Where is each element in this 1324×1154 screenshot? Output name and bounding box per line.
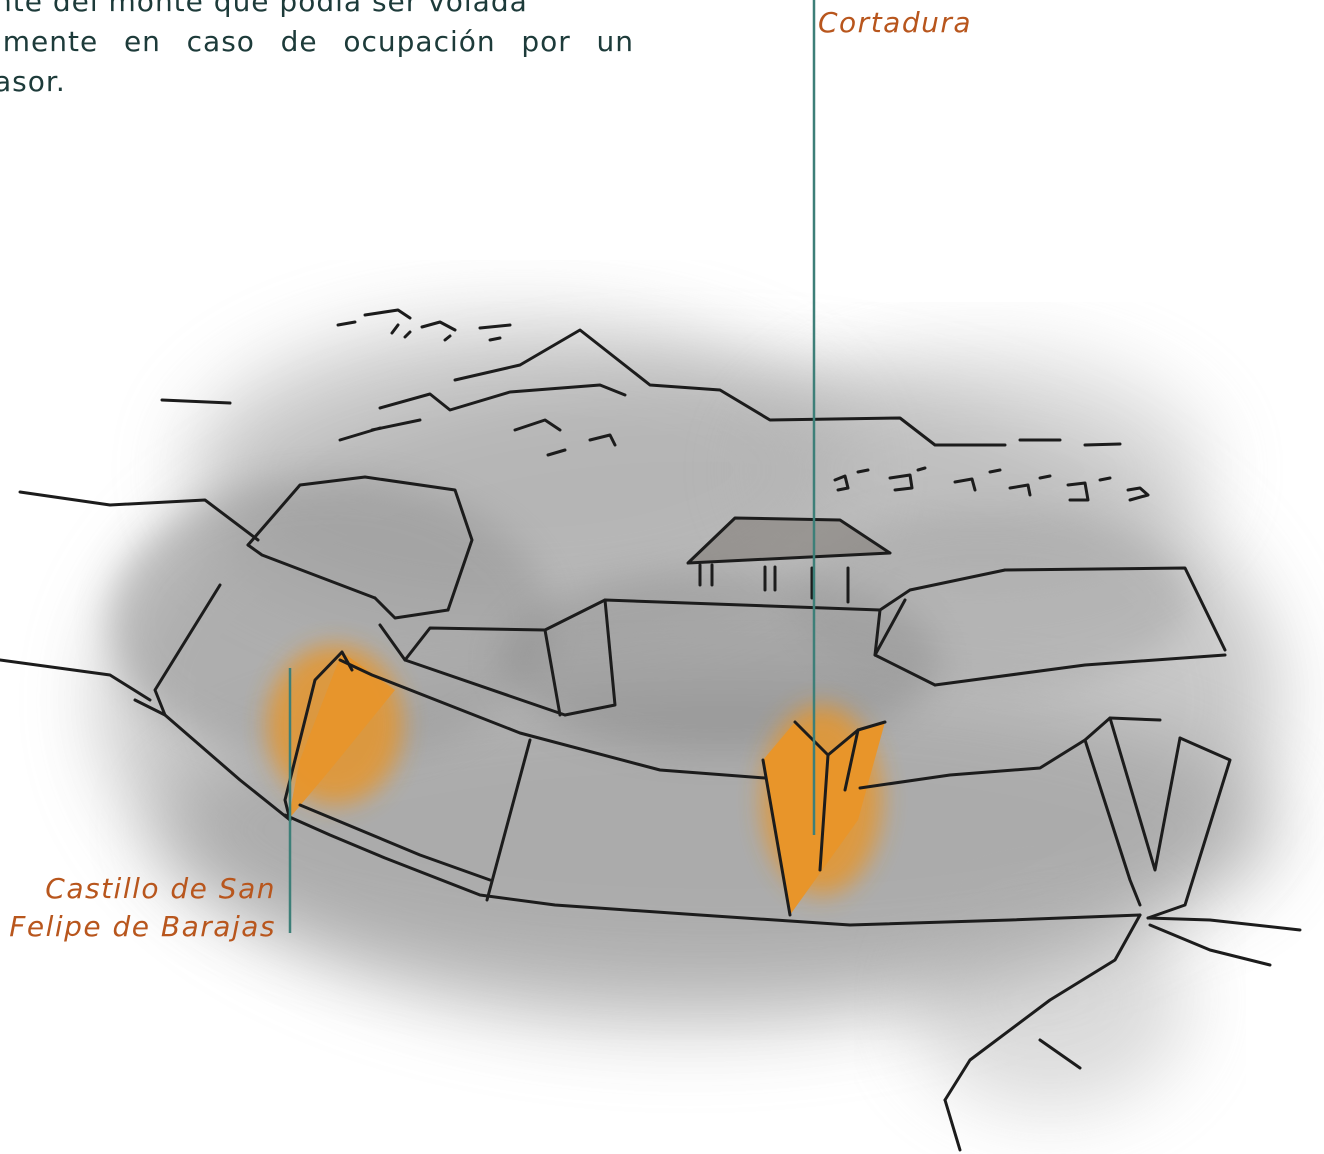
castillo-highlight xyxy=(288,652,395,820)
body-text-line-1: nte del monte que podía ser volada xyxy=(0,0,528,18)
ink-sketch-fortification xyxy=(0,308,1302,1152)
body-text-line-2: lmente en caso de ocupación por un xyxy=(0,25,634,58)
body-text-line-3: asor. xyxy=(0,65,66,98)
cortadura-label: Cortadura xyxy=(818,6,973,39)
castillo-label-line-1: Castillo de San xyxy=(45,872,276,905)
body-text-fragment: nte del monte que podía ser volada lment… xyxy=(0,0,634,102)
grey-wash xyxy=(100,320,1280,1110)
castillo-label: Castillo de San Felipe de Barajas xyxy=(8,870,276,946)
castillo-label-line-2: Felipe de Barajas xyxy=(9,910,276,943)
